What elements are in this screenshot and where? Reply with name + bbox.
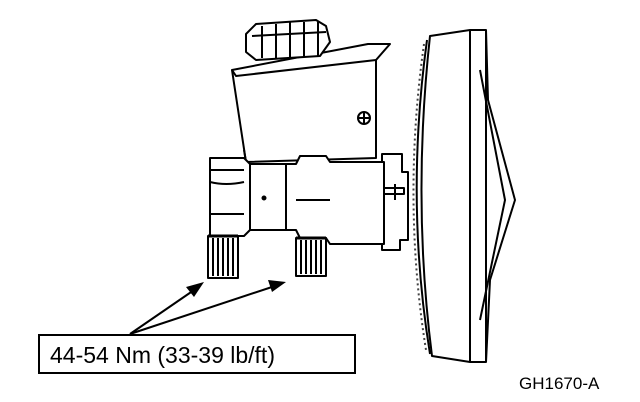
brake-line-fitting-rear — [295, 236, 327, 277]
brake-booster — [412, 29, 516, 363]
torque-spec-label: 44-54 Nm (33-39 lb/ft) — [50, 342, 275, 368]
brake-line-fitting-front — [207, 234, 239, 279]
torque-callout-box: 44-54 Nm (33-39 lb/ft) — [38, 334, 356, 374]
mounting-flange — [377, 153, 409, 251]
figure-id-label: GH1670-A — [519, 374, 600, 393]
master-cylinder-body — [209, 155, 385, 245]
callout-leaders — [129, 280, 286, 335]
fluid-reservoir — [231, 43, 391, 163]
reservoir-cap — [245, 19, 331, 61]
